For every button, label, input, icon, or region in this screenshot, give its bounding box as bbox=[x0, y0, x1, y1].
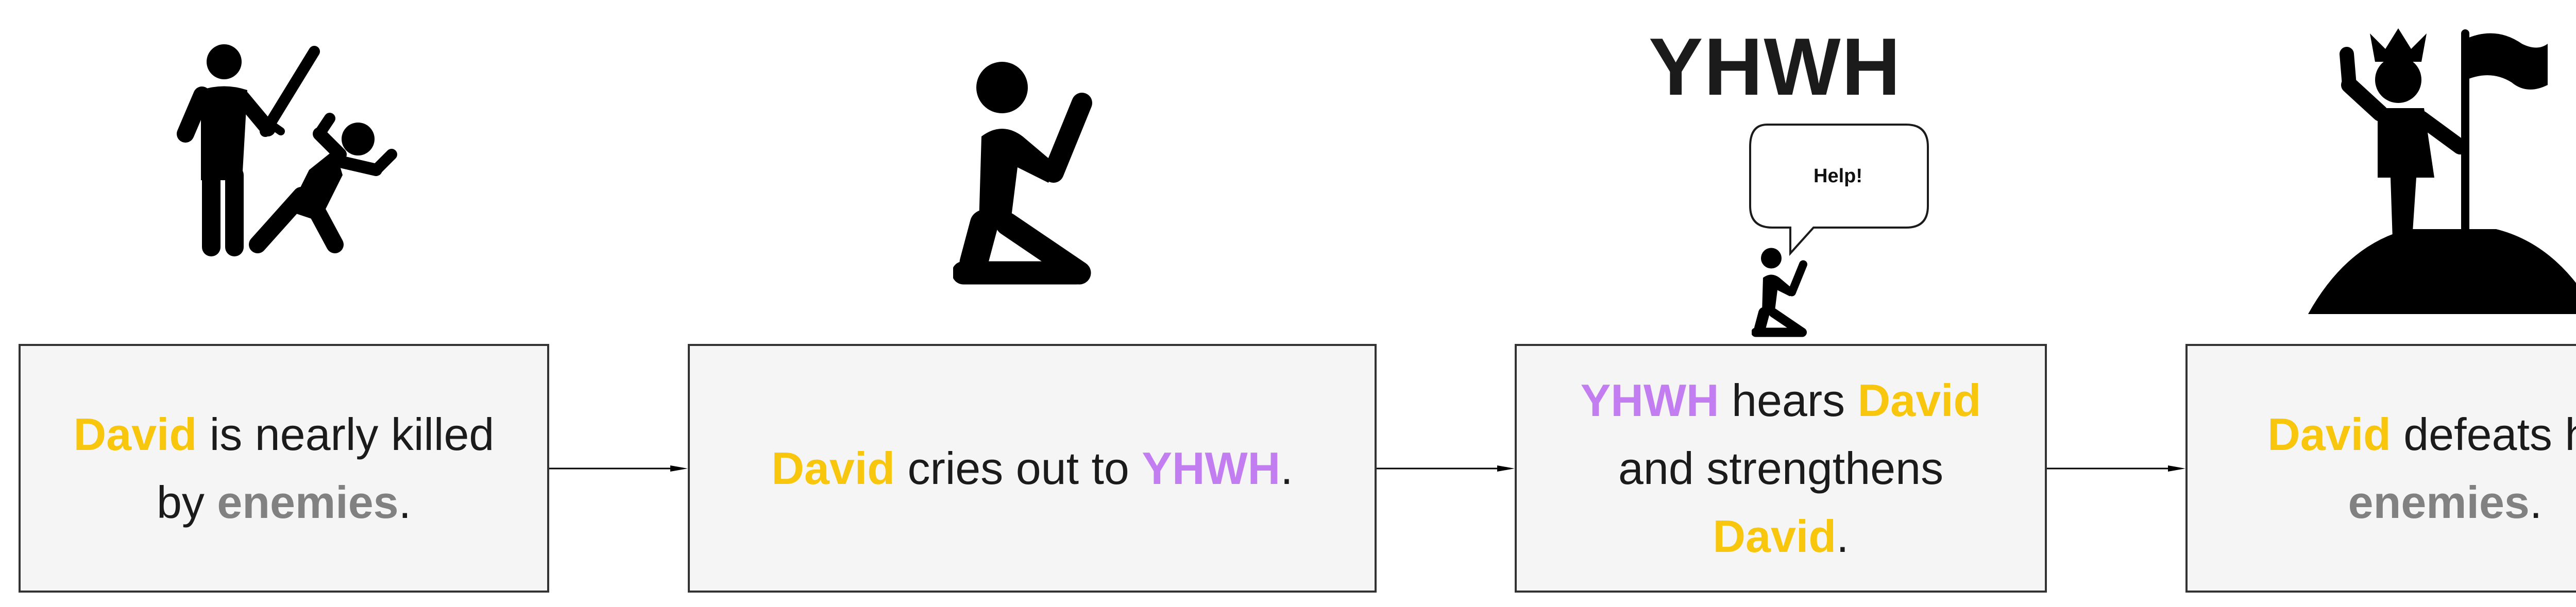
speech-bubble-text: Help! bbox=[1814, 165, 1862, 187]
david-highlight: David bbox=[2267, 408, 2391, 460]
text-segment: defeats his bbox=[2403, 408, 2576, 460]
kneeling-prayer-icon bbox=[953, 62, 1092, 285]
david-highlight: David bbox=[73, 408, 197, 460]
step-box-2: David cries out to YHWH. bbox=[688, 344, 1377, 593]
enemies-highlight: enemies bbox=[2348, 476, 2530, 528]
step-text: David cries out to YHWH. bbox=[771, 435, 1293, 502]
step-box-4: David defeats his enemies. bbox=[2185, 344, 2576, 593]
text-segment: cries out to bbox=[895, 442, 1142, 494]
enemies-highlight: enemies bbox=[217, 476, 399, 528]
step-text: David defeats his enemies. bbox=[2249, 401, 2576, 536]
arrow-2-to-3 bbox=[1377, 465, 1515, 472]
yhwh-highlight: YHWH bbox=[1142, 442, 1281, 494]
text-segment: . bbox=[1280, 442, 1293, 494]
step-box-3: YHWH hears David and strengthens David. bbox=[1515, 344, 2047, 593]
speech-bubble bbox=[1749, 124, 1929, 256]
text-segment: . bbox=[2529, 476, 2543, 528]
text-segment: . bbox=[1836, 510, 1849, 562]
david-highlight: David bbox=[1713, 510, 1837, 562]
kneeling-prayer-small-icon bbox=[1752, 248, 1807, 337]
david-highlight: David bbox=[1857, 374, 1981, 426]
fighting-figures-icon bbox=[177, 44, 397, 256]
victory-hill-flag-icon bbox=[2308, 28, 2576, 314]
david-highlight: David bbox=[771, 442, 895, 494]
arrow-3-to-4 bbox=[2047, 465, 2185, 472]
step-text: YHWH hears David and strengthens David. bbox=[1563, 367, 1998, 570]
yhwh-highlight: YHWH bbox=[1580, 374, 1719, 426]
text-segment: hears bbox=[1719, 374, 1858, 426]
yhwh-title: YHWH bbox=[1649, 22, 1902, 112]
arrow-1-to-2 bbox=[549, 465, 688, 472]
text-segment: is nearly killed by bbox=[156, 408, 495, 528]
step-text: David is nearly killed by enemies. bbox=[57, 401, 511, 536]
step-box-1: David is nearly killed by enemies. bbox=[19, 344, 549, 593]
text-segment: and strengthens bbox=[1618, 442, 1944, 494]
text-segment: . bbox=[398, 476, 412, 528]
